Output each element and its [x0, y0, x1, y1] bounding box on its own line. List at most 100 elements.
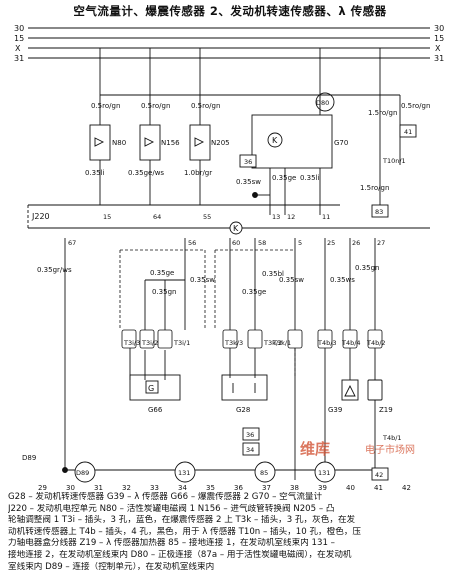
diagram-text: 36 — [234, 484, 243, 492]
ground-points — [62, 427, 389, 483]
diagram-text: 35 — [206, 484, 215, 492]
connector-42-bottom: 42 — [375, 471, 383, 479]
wire-n156-top: 0.5ro/gn — [141, 102, 170, 110]
diagram-text: 33 — [150, 484, 159, 492]
t4b-pin-4: T4b/4 — [341, 339, 361, 347]
connector-34-bottom: 34 — [246, 446, 254, 454]
g28-label: G28 — [236, 406, 250, 414]
shield-dashed — [119, 249, 295, 330]
legend-line: 接地连接 2，在发动机室线束内 D80 – 正极连接（87a – 用于活性炭罐电… — [8, 549, 352, 560]
wire-ws: 0.35ws — [330, 276, 355, 284]
j220-pin-55: 55 — [203, 213, 211, 221]
n205-label: N205 — [211, 139, 230, 147]
rail-x-label-left: X — [15, 44, 21, 53]
j220-pin-13: 13 — [272, 213, 280, 221]
watermark-text: 电子市场网 — [365, 445, 415, 456]
j220-pin-5: 5 — [298, 239, 302, 247]
t10n-label: T10n/1 — [382, 157, 406, 165]
g39-label: G39 — [328, 406, 342, 414]
wire-gn-right: 0.35gn — [355, 264, 379, 272]
wire-g70-li: 0.35li — [300, 174, 320, 182]
d80-connector — [315, 92, 335, 112]
legend-line: 力轴电器盒分线器 Z19 – λ 传感器加热器 85 – 接地连接 1，在发动机… — [8, 538, 335, 549]
t4b-pin-3: T4b/3 — [317, 339, 337, 347]
connector-41-label: 41 — [404, 128, 412, 136]
rail-31-label-right: 31 — [434, 54, 444, 63]
n80-valve — [89, 124, 111, 161]
j220-control-unit: K — [27, 204, 430, 235]
j220-pin-25: 25 — [327, 239, 335, 247]
t3k-pin-2: T3k/2 — [263, 339, 282, 347]
j220-pin-60: 60 — [232, 239, 240, 247]
wiring-diagram: 30 15 X 31 30 15 X 31 — [14, 24, 444, 492]
rail-30-label-right: 30 — [434, 24, 444, 33]
g66-label: G66 — [148, 406, 163, 414]
t3i-pin-2: T3i/2 — [141, 339, 158, 347]
ground-131-a: 131 — [178, 469, 190, 477]
j220-label: J220 — [31, 212, 50, 221]
rail-30-label-left: 30 — [14, 24, 24, 33]
t4b-pin-1: T4b/1 — [382, 434, 402, 442]
diagram-text: 31 — [94, 484, 103, 492]
t3i-pin-1: T3i/1 — [173, 339, 190, 347]
t3i-pin-3: T3i/3 — [123, 339, 140, 347]
rail-15-label-right: 15 — [434, 34, 444, 43]
t4b-pin-2: T4b/2 — [366, 339, 386, 347]
j220-pin-11: 11 — [322, 213, 330, 221]
diagram-text: 38 — [290, 484, 299, 492]
diagram-text: 42 — [402, 484, 411, 492]
j220-pin-56: 56 — [188, 239, 196, 247]
bottom-numbering: 29 30 31 32 33 34 35 36 37 38 39 40 41 4… — [38, 484, 411, 492]
rail-31-label-left: 31 — [14, 54, 24, 63]
j220-pin-58: 58 — [258, 239, 266, 247]
diagram-text: 29 — [38, 484, 47, 492]
t3k-pin-3: T3k/3 — [224, 339, 243, 347]
diagram-text: G — [148, 384, 154, 393]
ground-131-b: 131 — [318, 469, 330, 477]
diagram-text: 30 — [66, 484, 75, 492]
g70-air-flow-meter: K — [251, 114, 333, 169]
wire-n156-bottom: 0.35ge/ws — [128, 169, 164, 177]
n205-valve — [189, 124, 211, 161]
diagram-text: K — [233, 224, 239, 233]
wire-bl: 0.35bl — [262, 270, 284, 278]
legend-line: J220 – 发动机电控单元 N80 – 活性炭罐电磁阀 1 N156 – 进气… — [8, 503, 335, 514]
watermark-logo: 维库 — [300, 440, 331, 458]
g28-speed-sensor — [221, 348, 296, 401]
d89-label: D89 — [22, 454, 36, 462]
wire-n205-top: 0.5ro/gn — [191, 102, 220, 110]
wire-sw-mid: 0.35sw — [279, 276, 304, 284]
wire-right-top: 0.5ro/gn — [401, 102, 430, 110]
diagram-text: 40 — [346, 484, 355, 492]
wire-g70-ge: 0.35ge — [272, 174, 296, 182]
n156-label: N156 — [161, 139, 180, 147]
t3k-pin-1: T3k/1 — [272, 339, 291, 347]
wire-gn-left: 0.35gn — [152, 288, 176, 296]
ground-85: 85 — [260, 469, 268, 477]
wire-n80-top: 0.5ro/gn — [91, 102, 120, 110]
diagram-text: 39 — [318, 484, 327, 492]
wire-ge-left: 0.35ge — [150, 269, 174, 277]
legend-line: 动机转速传感器上 T4b – 插头，4 孔，黑色，用于 λ 传感器 T10n –… — [8, 526, 362, 537]
wire-ge-mid: 0.35ge — [242, 288, 266, 296]
j220-pin-64: 64 — [153, 213, 161, 221]
legend: G28 – 发动机转速传感器 G39 – λ 传感器 G66 – 爆震传感器 2… — [8, 492, 456, 573]
g66-knock-sensor: G — [129, 374, 181, 401]
wire-right-second: 1.5ro/gn — [368, 109, 397, 117]
connector-boxes — [239, 124, 417, 218]
wire-sw-left: 0.35sw — [190, 276, 215, 284]
wire-grws: 0.35gr/ws — [37, 266, 72, 274]
g70-label: G70 — [334, 139, 348, 147]
legend-line: G28 – 发动机转速传感器 G39 – λ 传感器 G66 – 爆震传感器 2… — [8, 492, 323, 502]
connector-36-bottom: 36 — [246, 431, 254, 439]
power-rails — [28, 27, 430, 59]
diagram-title: 空气流量计、爆震传感器 2、发动机转速传感器、λ 传感器 — [73, 4, 387, 18]
n156-valve — [139, 124, 161, 161]
j220-pin-67: 67 — [68, 239, 76, 247]
connector-36-label: 36 — [244, 158, 252, 166]
j220-pin-26: 26 — [352, 239, 360, 247]
d89-connector-label: D89 — [76, 469, 89, 477]
connector-t3k — [222, 329, 303, 349]
n80-label: N80 — [112, 139, 126, 147]
connector-t3i — [121, 329, 173, 349]
